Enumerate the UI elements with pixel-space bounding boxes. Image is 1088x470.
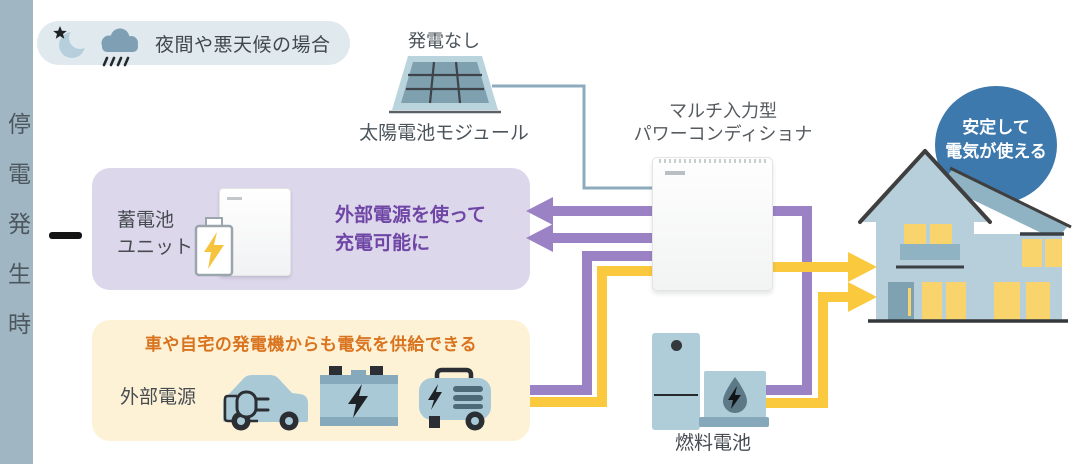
supply-line-external bbox=[530, 266, 653, 407]
charge-line-external bbox=[530, 251, 653, 395]
fuel-cell-tank bbox=[652, 333, 700, 430]
rain-cloud-icon bbox=[101, 28, 138, 67]
external-power-label: 外部電源 bbox=[120, 386, 197, 408]
supply-line-fuelcell bbox=[766, 292, 849, 408]
ev-car-icon bbox=[223, 375, 308, 431]
charge-arrow-2-head bbox=[526, 224, 553, 252]
solar-status-label: 発電なし bbox=[408, 31, 480, 52]
battery-unit-label: 蓄電池 ユニット bbox=[117, 209, 194, 258]
night-weather-label: 夜間や悪天候の場合 bbox=[155, 33, 331, 56]
solar-module-label: 太陽電池モジュール bbox=[359, 122, 529, 144]
moon-icon bbox=[53, 26, 88, 58]
battery-icon bbox=[194, 217, 234, 277]
brand-logo bbox=[227, 197, 242, 200]
house-image bbox=[858, 149, 1072, 323]
fuel-cell-base bbox=[699, 417, 769, 427]
generator-icon bbox=[419, 367, 491, 431]
outage-band: 停電発生時 bbox=[0, 0, 33, 464]
external-supply-title: 車や自宅の発電機からも電気を供給できる bbox=[144, 335, 478, 355]
external-supply-panel: 車や自宅の発電機からも電気を供給できる 外部電源 bbox=[92, 320, 530, 441]
fuel-cell-label: 燃料電池 bbox=[674, 432, 751, 454]
water-drop-bolt-icon bbox=[723, 376, 747, 413]
fuel-cell-image bbox=[652, 333, 772, 433]
charge-note: 外部電源を使って 充電可能に bbox=[335, 204, 487, 254]
power-conditioner-image bbox=[652, 157, 773, 291]
charge-arrow-1-head bbox=[526, 197, 553, 225]
dash-mark bbox=[49, 232, 82, 239]
fuel-cell-unit bbox=[704, 371, 766, 418]
night-weather-badge: 夜間や悪天候の場合 bbox=[37, 21, 350, 67]
car-battery-icon bbox=[320, 366, 398, 426]
conditioner-label: マルチ入力型 パワーコンディショナ bbox=[633, 101, 813, 145]
solar-panel-icon bbox=[389, 56, 501, 114]
brand-logo bbox=[665, 171, 685, 175]
outage-band-label: 停電発生時 bbox=[3, 112, 30, 362]
battery-charge-panel: 蓄電池 ユニット 外部電源を使って 充電可能に bbox=[92, 168, 530, 290]
